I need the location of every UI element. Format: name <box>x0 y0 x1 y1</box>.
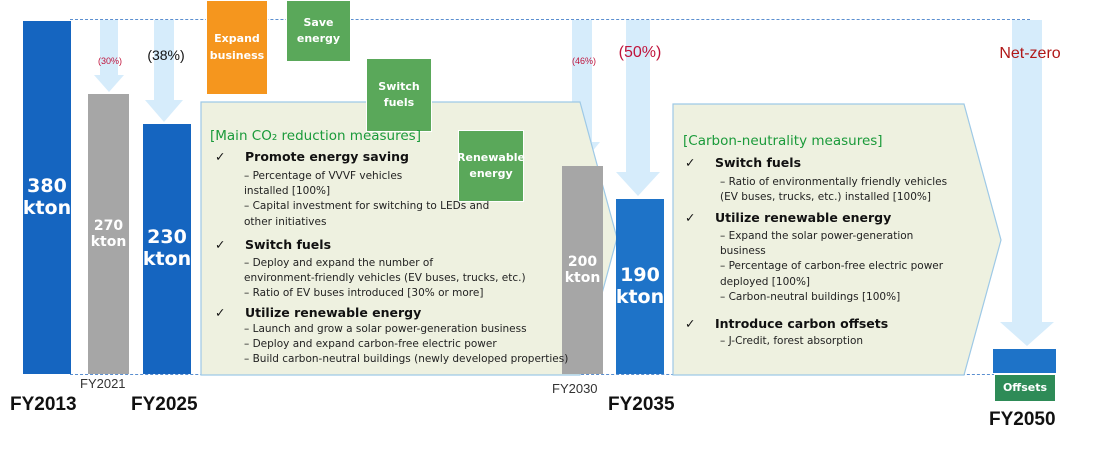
main-item-head: Switch fuels <box>245 237 332 252</box>
bar-value-fy2025: 230 kton <box>142 226 192 270</box>
expand-business-label: Expand business <box>209 32 265 62</box>
arrow-fy2021-icon <box>94 20 124 92</box>
cn-item-switch-fuels: ✓ Switch fuels <box>685 155 801 170</box>
save-energy-label: Save energy <box>296 15 341 46</box>
main-item-head: Utilize renewable energy <box>245 305 422 320</box>
year-label-fy2035: FY2035 <box>608 394 675 415</box>
year-label-fy2050: FY2050 <box>989 409 1056 430</box>
reduction-fy2021: (30%) <box>97 56 122 66</box>
offsets-label: Offsets <box>1002 380 1048 394</box>
switch-fuels-label: Switch fuels <box>378 79 420 110</box>
main-item-energy-saving: ✓ Promote energy saving <box>215 149 409 164</box>
check-icon: ✓ <box>685 210 696 225</box>
bar-fy2030: 200 kton <box>562 166 603 374</box>
expand-business-box: Expand business <box>206 0 268 95</box>
cn-measures-title: [Carbon-neutrality measures] <box>683 133 883 149</box>
main-item-subs: – Percentage of VVVF vehicles installed … <box>244 170 490 228</box>
main-item-switch-fuels: ✓ Switch fuels <box>215 237 331 252</box>
cn-item-head: Switch fuels <box>715 155 802 170</box>
arrow-fy2050-icon <box>1000 20 1054 346</box>
cn-item-subs: – Expand the solar power-generation busi… <box>720 230 944 303</box>
arrow-fy2025-icon <box>145 20 183 122</box>
reduction-fy2035: (50%) <box>618 44 662 61</box>
main-item-subs: – Deploy and expand the number of enviro… <box>244 257 526 300</box>
bar-fy2021: 270 kton <box>88 94 129 374</box>
year-label-fy2025: FY2025 <box>131 394 198 415</box>
main-measures-title: [Main CO₂ reduction measures] <box>210 128 421 144</box>
bar-fy2050 <box>993 349 1056 373</box>
cn-measures-panel <box>672 103 1002 376</box>
renewable-energy-box: Renewable energy <box>457 130 525 202</box>
check-icon: ✓ <box>685 155 696 170</box>
reduction-fy2050: Net-zero <box>999 45 1061 62</box>
bar-value-fy2035: 190 kton <box>615 263 665 308</box>
year-label-fy2013: FY2013 <box>10 394 77 415</box>
cn-item-head: Utilize renewable energy <box>715 210 892 225</box>
main-item-head: Promote energy saving <box>245 149 409 164</box>
offsets-box: Offsets <box>994 374 1056 402</box>
check-icon: ✓ <box>215 237 226 252</box>
check-icon: ✓ <box>215 149 226 164</box>
bar-fy2035: 190 kton <box>616 199 664 374</box>
top-reference-line <box>70 19 1030 20</box>
main-item-renewable: ✓ Utilize renewable energy <box>215 305 421 320</box>
cn-item-subs: – Ratio of environmentally friendly vehi… <box>720 176 948 204</box>
cn-item-head: Introduce carbon offsets <box>715 316 889 331</box>
bar-value-fy2013: 380 kton <box>22 174 72 219</box>
save-energy-box: Save energy <box>286 0 351 62</box>
year-label-fy2030: FY2030 <box>552 381 598 396</box>
check-icon: ✓ <box>685 316 696 331</box>
reduction-fy2030: (46%) <box>571 56 596 66</box>
bar-fy2025: 230 kton <box>143 124 191 374</box>
renewable-energy-label: Renewable energy <box>457 150 525 181</box>
cn-item-renewable: ✓ Utilize renewable energy <box>685 210 891 225</box>
bar-value-fy2030: 200 kton <box>564 253 601 286</box>
year-label-fy2021: FY2021 <box>80 376 126 391</box>
cn-item-subs: – J-Credit, forest absorption <box>720 335 864 347</box>
bar-value-fy2021: 270 kton <box>90 217 127 250</box>
switch-fuels-box: Switch fuels <box>366 58 432 132</box>
arrow-fy2035-icon <box>616 20 660 196</box>
check-icon: ✓ <box>215 305 226 320</box>
bar-fy2013: 380 kton <box>23 21 71 374</box>
main-item-subs: – Launch and grow a solar power-generati… <box>244 323 569 366</box>
reduction-fy2025: (38%) <box>147 47 185 63</box>
cn-item-offsets: ✓ Introduce carbon offsets <box>685 316 888 331</box>
